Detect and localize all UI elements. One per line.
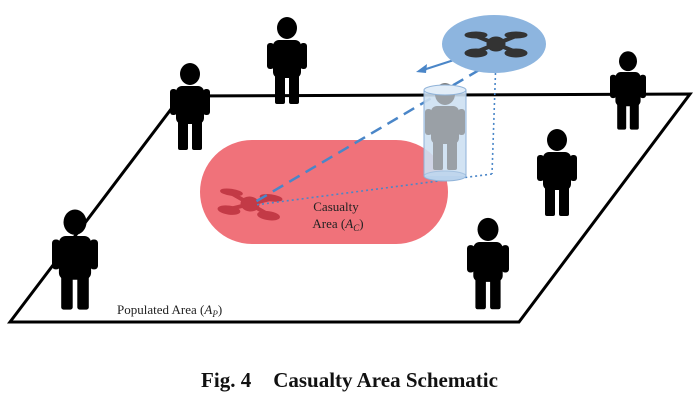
casualty-area-label-line2: Area (AC): [312, 216, 363, 233]
populated-area-outline: [6, 92, 694, 324]
person-icon: [52, 209, 98, 310]
figure-caption: Fig. 4 Casualty Area Schematic: [0, 368, 699, 393]
person-icon: [610, 51, 646, 130]
casualty-area-diagram: Casualty Area (AC) Populated Area (AP): [6, 15, 694, 324]
arrow-head: [416, 64, 427, 73]
person-icon: [467, 217, 509, 310]
dotted-line-vertical: [491, 57, 497, 175]
person-icon: [170, 63, 210, 150]
person-in-cylinder-icon: [423, 83, 467, 182]
populated-area-label: Populated Area (AP): [117, 302, 222, 319]
person-icon: [267, 17, 307, 104]
figure-number: Fig. 4: [201, 368, 252, 392]
casualty-area-label-line1: Casualty: [313, 199, 359, 214]
trajectory-line: [254, 58, 497, 204]
person-icon: [537, 129, 577, 216]
figure-title: Casualty Area Schematic: [273, 368, 498, 392]
